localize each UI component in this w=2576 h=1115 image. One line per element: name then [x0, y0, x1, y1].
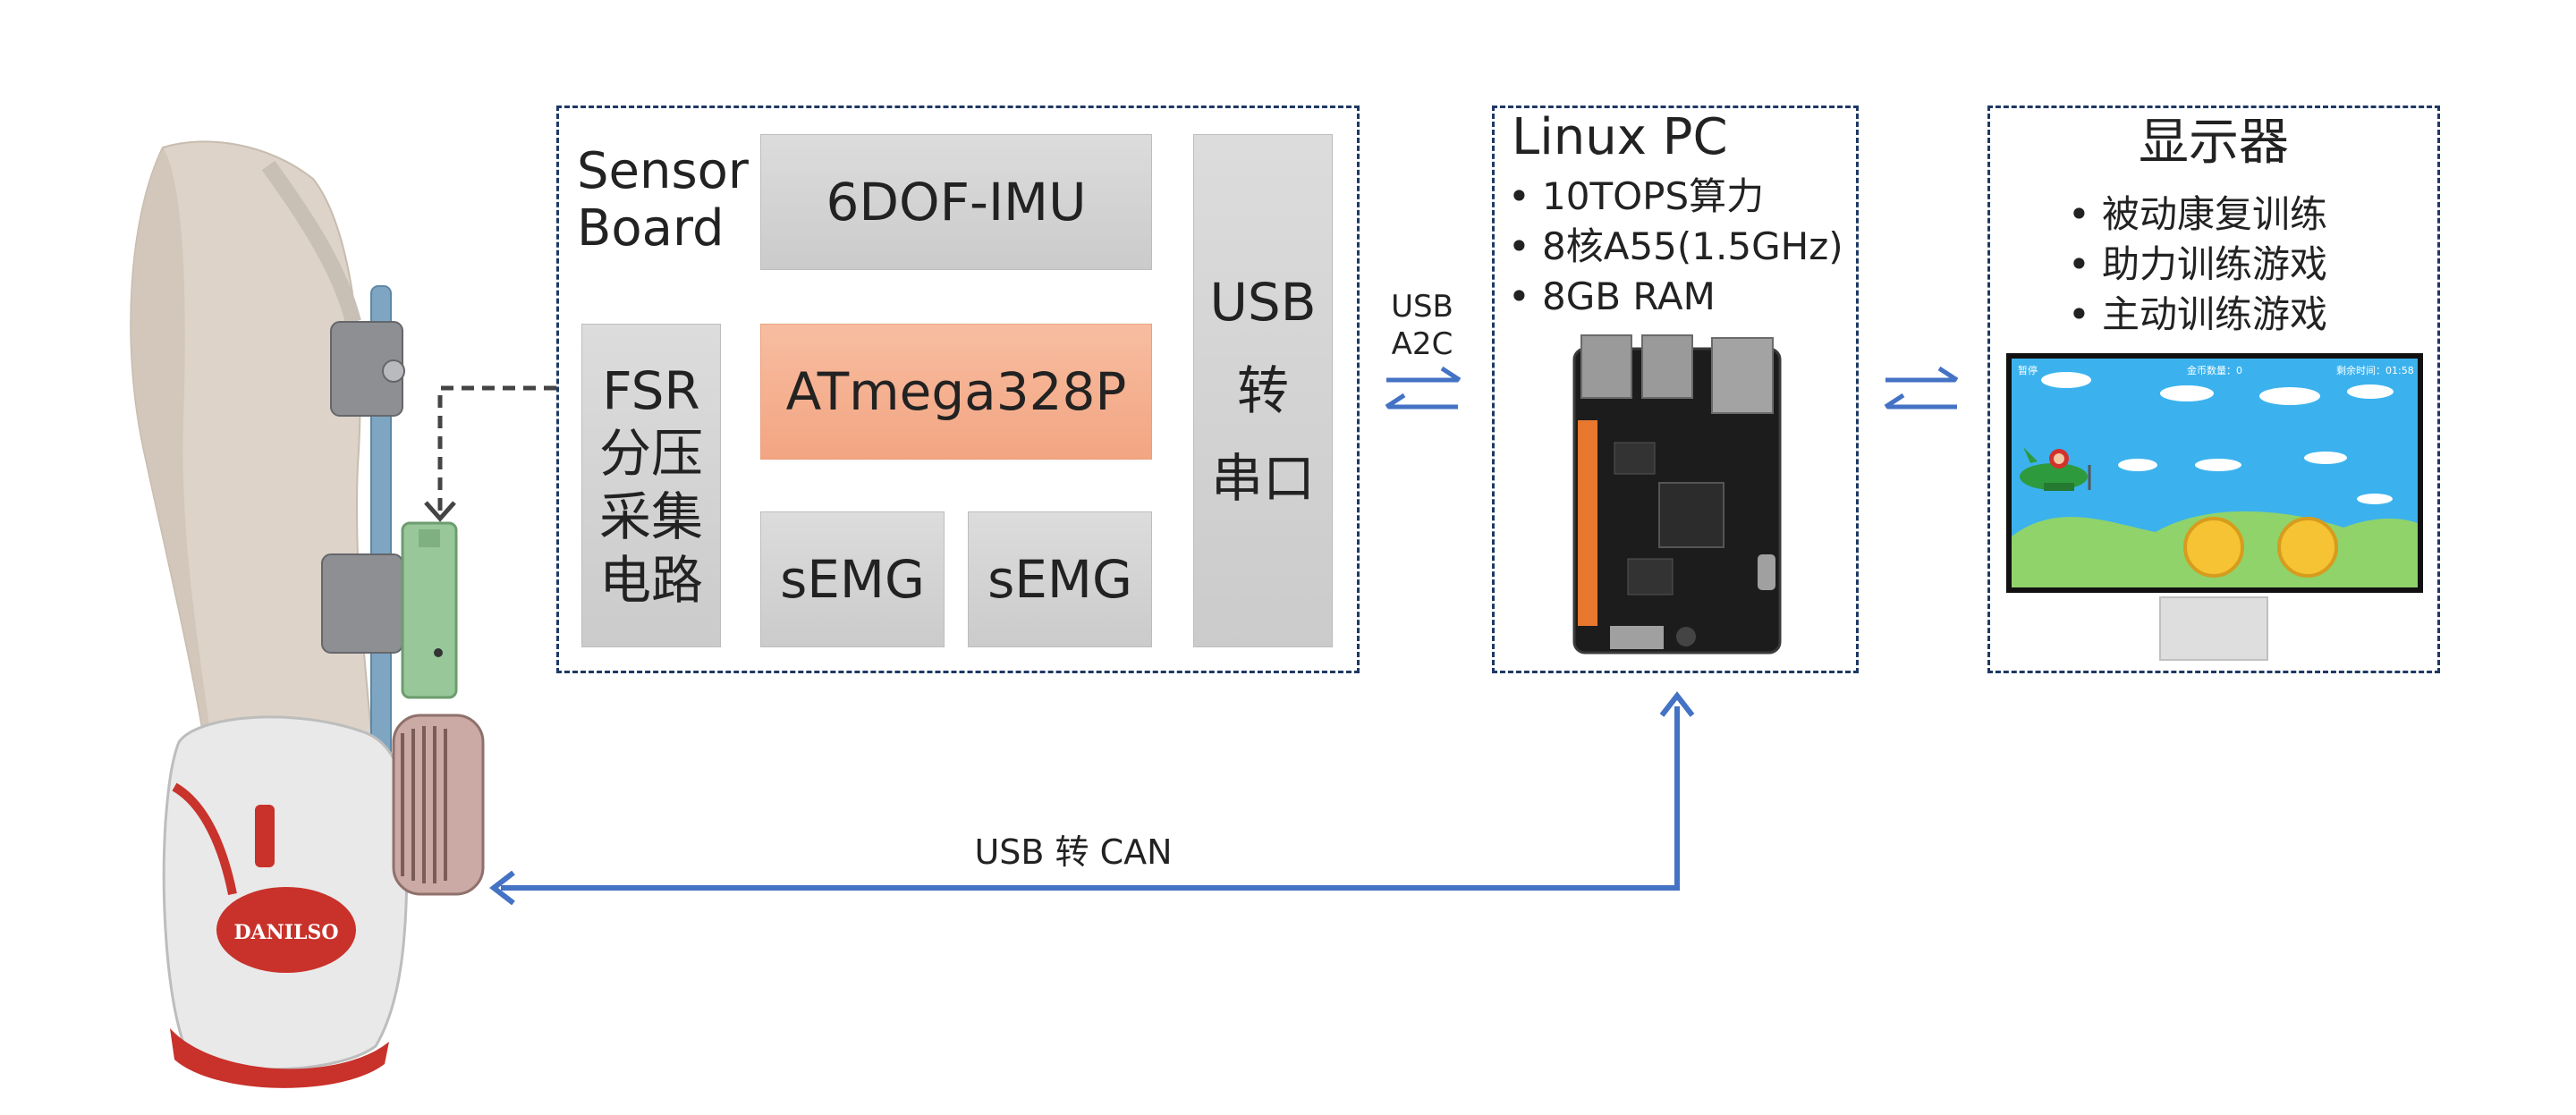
usb-a2c-line2: A2C [1391, 326, 1453, 362]
display-mode-item: 主动训练游戏 [2063, 290, 2327, 340]
display-mode-list: 被动康复训练 助力训练游戏 主动训练游戏 [2063, 190, 2327, 340]
game-airplane [2020, 447, 2091, 491]
linux-pc-frame [1492, 106, 1859, 673]
sensor-board-title: Sensor Board [577, 143, 749, 258]
board-soc-chip [1658, 482, 1724, 548]
board-usb-port-2 [1641, 334, 1693, 399]
linux-pc-spec-item: 8核A55(1.5GHz) [1503, 222, 1843, 272]
board-ram-chip [1614, 442, 1656, 475]
usb-a2c-label: USB A2C [1377, 288, 1467, 363]
display-title: 显示器 [2139, 114, 2289, 172]
board-gpio-header [1578, 420, 1597, 626]
shoe-sole [170, 1028, 389, 1088]
fsr-block: FSR 分压 采集 电路 [581, 324, 721, 647]
linux-pc-title: Linux PC [1512, 108, 1728, 166]
display-mode-item: 被动康复训练 [2063, 190, 2327, 240]
sensor-module-connector [419, 529, 440, 547]
board-usb-port-1 [1580, 334, 1632, 399]
cuff-strap [261, 160, 361, 325]
shoe-stripe [172, 782, 237, 895]
monitor-stand [2159, 596, 2268, 661]
fsr-line3: 采集 [598, 486, 703, 547]
board-ethernet-port [1711, 337, 1774, 414]
motor-body [392, 714, 485, 896]
sensor-to-module-arrowhead [424, 501, 456, 522]
shoe-logo: DANILSO [233, 921, 338, 944]
linux-pc-spec-list: 10TOPS算力 8核A55(1.5GHz) 8GB RAM [1503, 172, 1843, 322]
fsr-line1: FSR [602, 359, 700, 421]
leg-shading [131, 148, 219, 814]
usb-serial-block: USB 转 串口 [1193, 134, 1333, 647]
display-arrow-right [1885, 366, 1959, 383]
game-hud-timer: 剩余时间：01:58 [2336, 364, 2414, 376]
fsr-line2: 分压 [598, 423, 703, 485]
board-hdmi-port [1610, 626, 1664, 649]
game-clouds [2041, 372, 2394, 504]
motor-fins [401, 726, 447, 883]
usb-a2c-arrow-left [1385, 393, 1458, 410]
game-hud-pause: 暂停 [2018, 364, 2038, 376]
sensor-board-title-line1: Sensor [577, 142, 749, 200]
imu-block: 6DOF-IMU [760, 134, 1152, 270]
board-emmc-chip [1627, 558, 1674, 596]
usb-serial-line3: 串口 [1210, 448, 1315, 510]
usb-serial-line2: 转 [1236, 359, 1289, 421]
game-coins [2183, 517, 2338, 578]
linux-pc-spec-item: 10TOPS算力 [1503, 172, 1843, 222]
semg-block-left: sEMG [760, 511, 945, 647]
display-arrow-left [1884, 393, 1957, 410]
usb-can-label: USB 转 CAN [974, 832, 1173, 872]
fsr-line4: 电路 [598, 549, 703, 611]
usb-can-line [501, 706, 1680, 891]
display-mode-item: 助力训练游戏 [2063, 240, 2327, 290]
game-hud-coins: 金币数量：0 [2187, 364, 2242, 376]
shoe-heel-tab [255, 805, 275, 867]
sensor-module-led [434, 648, 443, 657]
linux-pc-spec-item: 8GB RAM [1503, 272, 1843, 322]
shoe-heel-patch [216, 887, 356, 973]
usb-a2c-arrow-right [1386, 366, 1462, 383]
mcu-block: ATmega328P [760, 324, 1152, 460]
semg-block-right: sEMG [968, 511, 1152, 647]
usb-can-arrowhead-up [1659, 691, 1695, 717]
board-audio-jack [1676, 627, 1696, 646]
upper-clamp-bolt [382, 359, 405, 383]
usb-a2c-line1: USB [1391, 289, 1453, 325]
usb-can-arrowhead-left [489, 870, 515, 906]
display-frame [1987, 106, 2440, 673]
usb-serial-line1: USB [1209, 272, 1317, 334]
sensor-board-frame [556, 106, 1360, 673]
sensor-board-title-line2: Board [577, 199, 724, 258]
sensor-module [401, 521, 458, 699]
board-usbc-port [1758, 554, 1775, 590]
